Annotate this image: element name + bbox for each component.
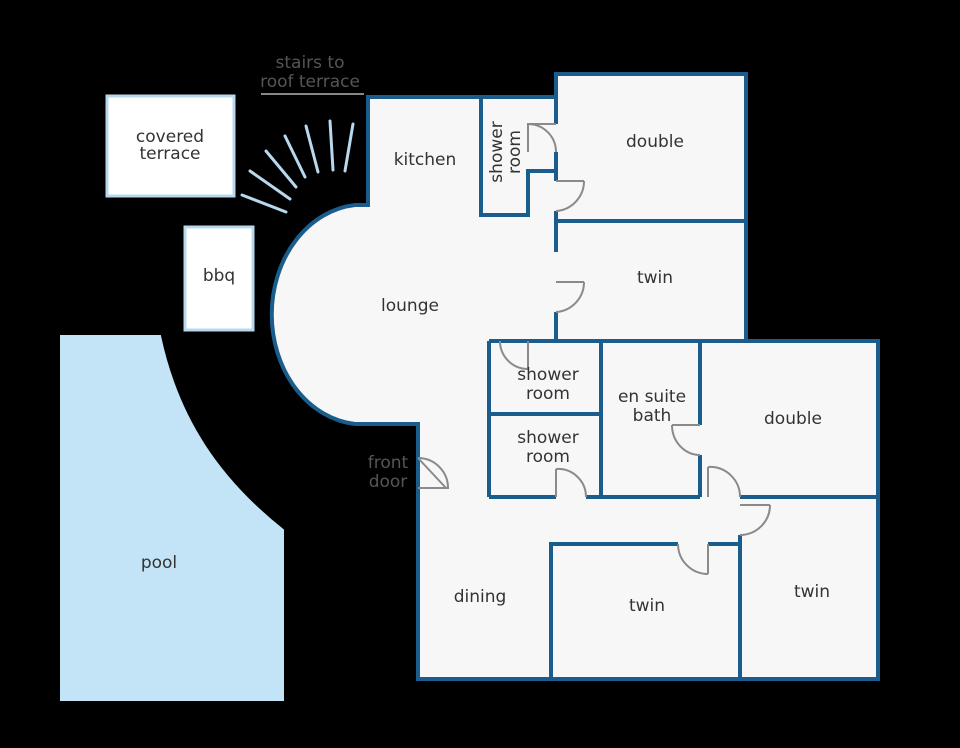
- label-twin-bottom-right: twin: [794, 582, 830, 602]
- label-stairs-line1: stairs to: [276, 53, 345, 73]
- label-shower-room-a-line1: shower: [517, 365, 578, 385]
- doors: [417, 123, 771, 575]
- label-dining: dining: [454, 587, 507, 607]
- interior-walls: [479, 74, 878, 679]
- door-ensuite: [671, 424, 701, 456]
- label-covered-terrace-line1: covered: [136, 127, 204, 147]
- label-twin-upper: twin: [637, 268, 673, 288]
- stairs-icon: [240, 119, 355, 214]
- door-shower-top: [527, 123, 557, 153]
- label-front-door-line1: front: [368, 453, 409, 473]
- label-shower-room-a-line2: room: [526, 384, 570, 404]
- door-twin-upper: [555, 281, 586, 313]
- label-double-right: double: [764, 409, 822, 429]
- door-double-top: [555, 180, 586, 212]
- label-stairs-line2: roof terrace: [260, 72, 360, 92]
- label-double-top: double: [626, 132, 684, 152]
- label-shower-room-b-line1: shower: [517, 428, 578, 448]
- door-twin-right: [739, 504, 771, 536]
- door-shower-b: [555, 467, 588, 498]
- label-lounge: lounge: [381, 296, 439, 316]
- label-covered-terrace-line2: terrace: [139, 144, 200, 164]
- label-ensuite-line2: bath: [633, 406, 672, 426]
- label-front-door-line2: door: [369, 472, 408, 492]
- label-kitchen: kitchen: [394, 150, 457, 170]
- label-ensuite-line1: en suite: [618, 387, 686, 407]
- house-outline: [269, 72, 880, 681]
- label-shower-room-b-line2: room: [526, 447, 570, 467]
- covered-terrace: [105, 94, 236, 198]
- label-twin-bottom-middle: twin: [629, 596, 665, 616]
- label-pool: pool: [141, 553, 177, 573]
- label-shower-room-vertical-line2: room: [505, 130, 525, 174]
- door-double-right: [707, 465, 742, 498]
- pool: [60, 335, 284, 701]
- door-front: [417, 457, 450, 489]
- label-bbq: bbq: [203, 266, 235, 286]
- door-shower-a: [499, 340, 529, 370]
- bbq-area: [183, 225, 255, 332]
- label-shower-room-vertical: shower room: [487, 121, 525, 182]
- door-twin-middle: [677, 543, 709, 575]
- label-shower-room-vertical-line1: shower: [487, 121, 507, 182]
